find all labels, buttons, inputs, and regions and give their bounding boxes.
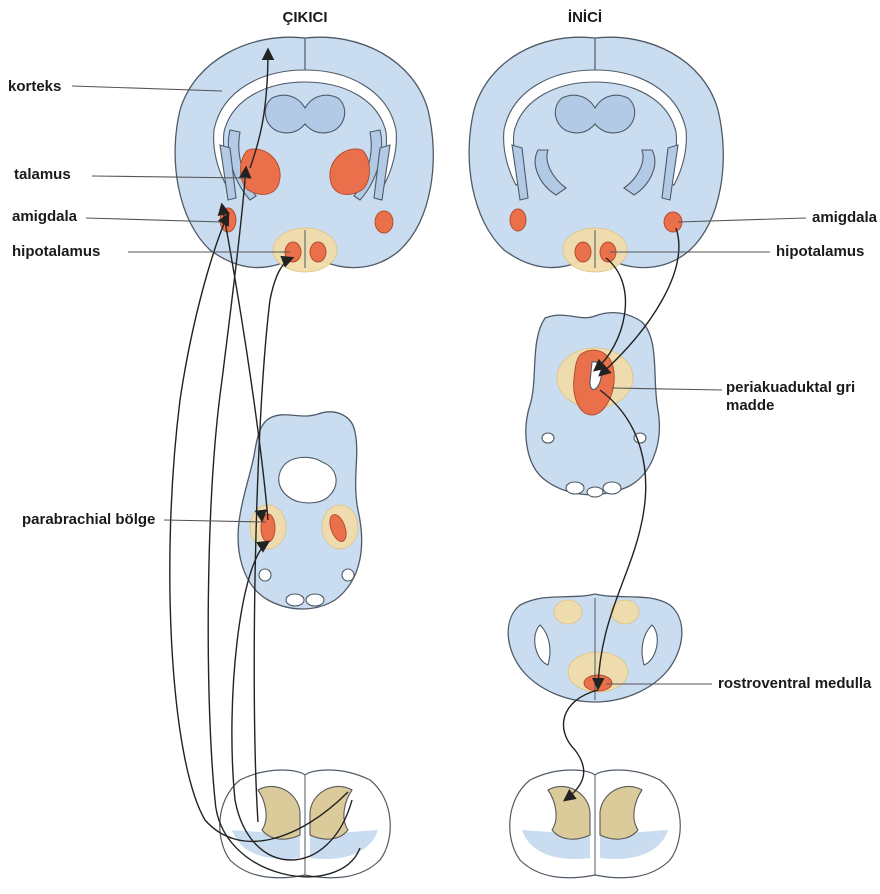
talamus-label: talamus xyxy=(14,166,71,183)
amigdala-left-label: amigdala xyxy=(12,208,78,225)
amigdala-right-label: amigdala xyxy=(812,209,878,226)
midbrain-section xyxy=(526,313,659,497)
descending-title: İNİCİ xyxy=(568,9,602,26)
pag-label-line2: madde xyxy=(726,397,774,414)
korteks-label: korteks xyxy=(8,78,61,95)
rvm-label: rostroventral medulla xyxy=(718,675,872,692)
right-forebrain-section xyxy=(469,37,723,272)
label-parabrachial: parabrachial bölge xyxy=(22,511,266,528)
hipotalamus-left-label: hipotalamus xyxy=(12,243,100,260)
parabrachial-label: parabrachial bölge xyxy=(22,511,155,528)
pag-label-line1: periakuaduktal gri xyxy=(726,379,855,396)
left-spinal-cord-section xyxy=(220,770,390,878)
ascending-title: ÇIKICI xyxy=(283,9,328,26)
right-spinal-cord-section xyxy=(510,770,680,878)
hipotalamus-right-label: hipotalamus xyxy=(776,243,864,260)
medulla-section xyxy=(508,594,682,702)
left-forebrain-section xyxy=(175,37,433,272)
